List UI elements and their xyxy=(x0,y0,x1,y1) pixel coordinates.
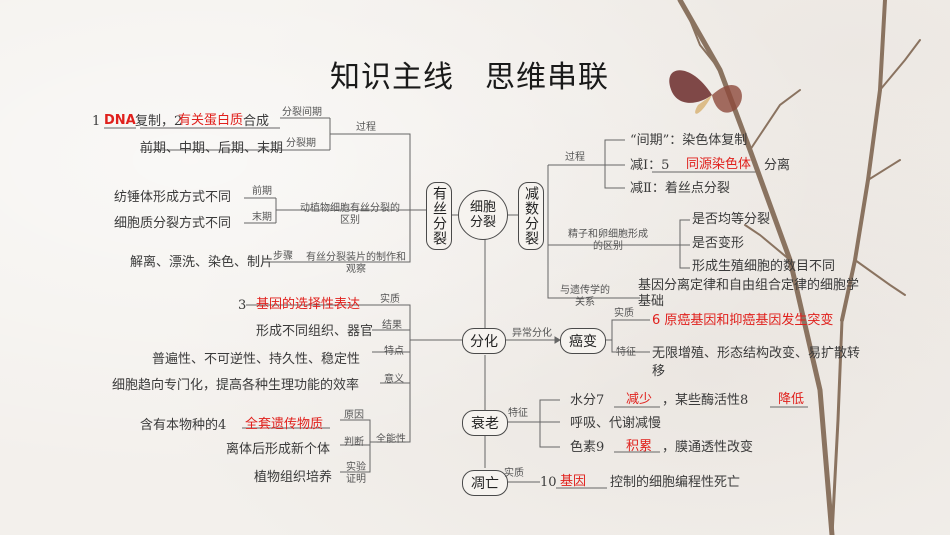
label-proof: 实验证明 xyxy=(346,462,366,485)
label-genetics-relation: 与遗传学的关系 xyxy=(560,285,610,308)
label-plant-animal-diff: 动植物细胞有丝分裂的区别 xyxy=(300,203,400,226)
prep-steps-text: 解离、漂洗、染色、制片 xyxy=(130,255,274,270)
label-slide-prep: 有丝分裂装片的制作和观察 xyxy=(306,252,406,275)
aging-enzyme-prefix: ，某些酶活性8 xyxy=(662,393,749,408)
meiosis-interphase: “间期”：染色体复制 xyxy=(630,133,748,148)
diff-proof-text: 植物组织培养 xyxy=(254,470,333,485)
mitosis-row1-suffix: 合成 xyxy=(243,114,270,129)
gamete-q3: 形成生殖细胞的数目不同 xyxy=(692,259,836,274)
answer-2: 有关蛋白质 xyxy=(178,113,244,128)
meiosis-m2: 减Ⅱ：着丝点分裂 xyxy=(630,181,730,196)
answer-1: DNA xyxy=(104,113,136,128)
meiosis-m1-prefix: 减Ⅰ：5 xyxy=(630,158,670,173)
label-aging-feature: 特征 xyxy=(508,408,528,419)
answer-9: 积累 xyxy=(626,439,653,454)
diff-judge-text: 离体后形成新个体 xyxy=(226,442,331,457)
mitosis-row1-prefix: 1 xyxy=(92,114,101,129)
diff-r4-prefix: 含有本物种的4 xyxy=(140,418,227,433)
diff-meaning-text: 细胞趋向专门化，提高各种生理功能的效率 xyxy=(112,378,360,393)
label-feature: 特点 xyxy=(384,346,404,357)
label-result: 结果 xyxy=(382,320,402,331)
label-totipotency: 全能性 xyxy=(376,434,406,445)
genetics-basis-text: 基因分离定律和自由组合定律的细胞学基础 xyxy=(638,278,860,309)
page-title: 知识主线 思维串联 xyxy=(330,60,609,95)
answer-8: 降低 xyxy=(778,392,805,407)
node-aging: 衰老 xyxy=(462,410,508,436)
diff-result-text: 形成不同组织、器官 xyxy=(256,324,374,339)
death-prefix: 10 xyxy=(540,475,557,490)
node-meiosis: 减数分裂 xyxy=(518,182,544,250)
mitosis-phases: 前期、中期、后期、末期 xyxy=(140,141,284,156)
answer-4: 全套遗传物质 xyxy=(245,417,324,432)
label-death-essence: 实质 xyxy=(504,468,524,479)
node-cell-division: 细胞 分裂 xyxy=(458,190,508,240)
diff-feature-text: 普遍性、不可逆性、持久性、稳定性 xyxy=(152,352,361,367)
answer-10: 基因 xyxy=(560,474,587,489)
meiosis-m1-suffix: 分离 xyxy=(764,158,791,173)
aging-membrane-text: ，膜通透性改变 xyxy=(662,440,754,455)
answer-5: 同源染色体 xyxy=(686,157,752,172)
node-cancer: 癌变 xyxy=(560,328,606,354)
gamete-q2: 是否变形 xyxy=(692,236,745,251)
aging-pigment-prefix: 色素9 xyxy=(570,440,605,455)
label-prophase: 前期 xyxy=(252,186,272,197)
diff-r3-prefix: 3 xyxy=(238,298,247,313)
label-gamete-diff: 精子和卵细胞形成的区别 xyxy=(568,229,648,252)
spindle-text: 纺锤体形成方式不同 xyxy=(114,190,232,205)
gamete-q1: 是否均等分裂 xyxy=(692,212,771,227)
mitosis-row1-mid: 复制，2 xyxy=(135,114,183,129)
node-mitosis: 有丝分裂 xyxy=(426,182,452,250)
label-abnormal-diff: 异常分化 xyxy=(512,328,552,339)
node-differentiation: 分化 xyxy=(462,328,506,354)
death-suffix: 控制的细胞编程性死亡 xyxy=(610,475,741,490)
label-interphase: 分裂间期 xyxy=(282,107,322,118)
label-cancer-essence: 实质 xyxy=(614,308,634,319)
answer-6: 6 原癌基因和抑癌基因发生突变 xyxy=(652,313,834,328)
label-meaning: 意义 xyxy=(384,374,404,385)
aging-water-prefix: 水分7 xyxy=(570,393,605,408)
label-judge: 判断 xyxy=(344,437,364,448)
label-telophase: 末期 xyxy=(252,212,272,223)
label-essence: 实质 xyxy=(380,294,400,305)
label-mphase: 分裂期 xyxy=(286,138,316,149)
label-cause: 原因 xyxy=(344,410,364,421)
label-meiosis-process: 过程 xyxy=(565,152,585,163)
cytoplasm-text: 细胞质分裂方式不同 xyxy=(114,216,232,231)
label-cancer-feature: 特征 xyxy=(616,347,636,358)
node-apoptosis: 凋亡 xyxy=(462,470,508,496)
label-process: 过程 xyxy=(356,122,376,133)
aging-resp-text: 呼吸、代谢减慢 xyxy=(570,416,662,431)
label-steps: 步骤 xyxy=(273,251,293,262)
cancer-features-text: 无限增殖、形态结构改变、易扩散转移 xyxy=(652,346,861,379)
answer-7: 减少 xyxy=(626,392,653,407)
answer-3: 基因的选择性表达 xyxy=(256,297,361,312)
